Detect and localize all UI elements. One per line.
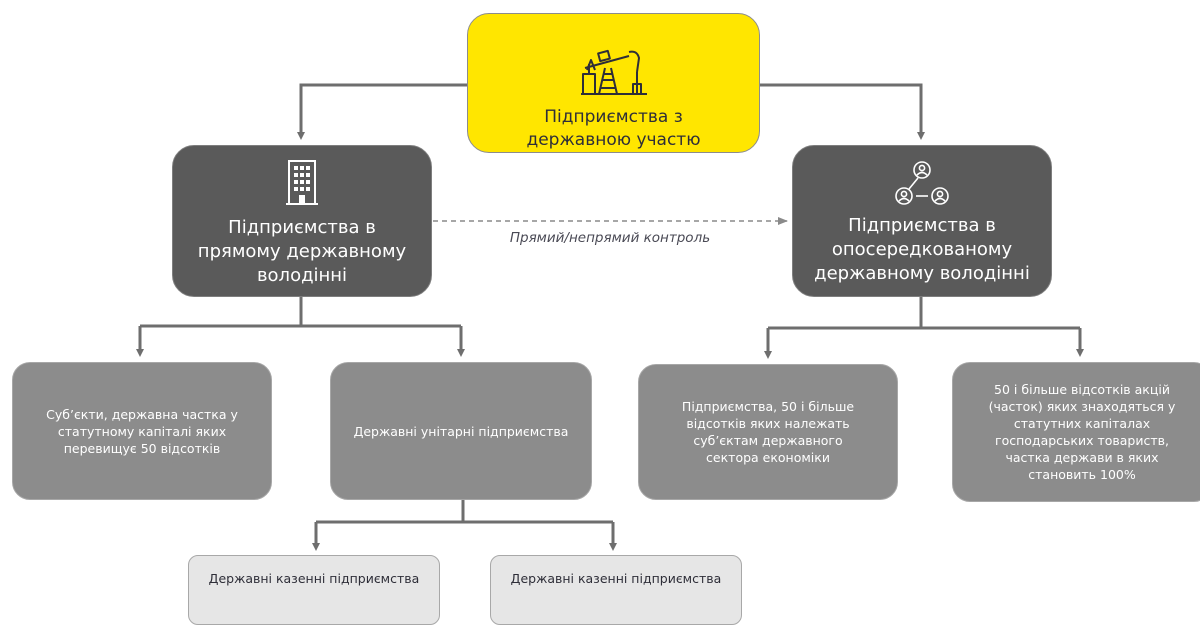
treasury-enterprise-label-1: Державні казенні підприємства: [208, 571, 420, 586]
state-owned-companies-shares-node: 50 і більше відсотків акцій (часток) яки…: [952, 362, 1200, 502]
treasury-enterprise-label-2: Державні казенні підприємства: [510, 571, 722, 586]
state-owned-companies-shares-label: 50 і більше відсотків акцій (часток) яки…: [988, 382, 1176, 482]
indirect-ownership-node: Підприємства в опосередкованому державно…: [792, 145, 1052, 297]
root-label: Підприємства з державною участю: [526, 107, 701, 150]
indirect-ownership-label: Підприємства в опосередкованому державно…: [814, 215, 1030, 284]
majority-state-share-node: Суб’єкти, державна частка у статутному к…: [12, 362, 272, 500]
control-edge-label: Прямий/непрямий контроль: [509, 230, 711, 246]
oil-pump-icon: [580, 49, 647, 95]
public-sector-owned-label: Підприємства, 50 і більше відсотків яких…: [681, 399, 855, 465]
direct-ownership-label: Підприємства в прямому державному володі…: [197, 217, 407, 286]
treasury-enterprise-node-1: Державні казенні підприємства: [188, 555, 440, 625]
treasury-enterprise-node-2: Державні казенні підприємства: [490, 555, 742, 625]
state-unitary-node: Державні унітарні підприємства: [330, 362, 592, 500]
connector-root-direct: [297, 83, 467, 140]
majority-state-share-label: Суб’єкти, державна частка у статутному к…: [46, 406, 238, 456]
state-unitary-label: Державні унітарні підприємства: [353, 423, 569, 439]
root-node: Підприємства з державною участю: [467, 13, 760, 153]
direct-ownership-node: Підприємства в прямому державному володі…: [172, 145, 432, 297]
public-sector-owned-node: Підприємства, 50 і більше відсотків яких…: [638, 364, 898, 500]
office-building-icon: [286, 160, 318, 205]
connected-users-icon: [895, 161, 949, 205]
connector-root-indirect: [760, 83, 925, 140]
